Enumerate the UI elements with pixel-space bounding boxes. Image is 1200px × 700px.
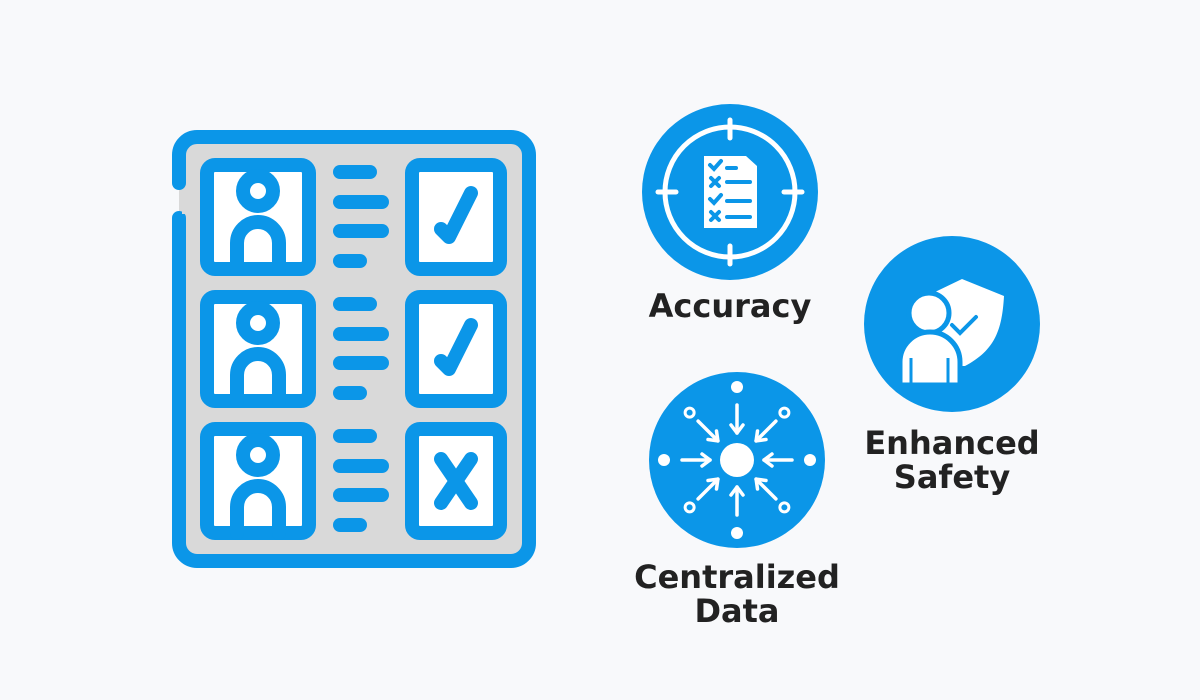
person-icon <box>230 301 286 408</box>
data-node <box>683 501 696 514</box>
label-line: Safety <box>893 458 1011 496</box>
accuracy-label: Accuracy <box>648 287 812 325</box>
document-row <box>200 422 507 540</box>
x-icon <box>434 452 478 510</box>
arrow-head <box>706 477 720 491</box>
arrow-head <box>700 452 712 468</box>
label-line: Centralized <box>634 558 840 596</box>
arrow-head <box>729 485 745 497</box>
document-row <box>200 290 507 408</box>
arrow <box>754 419 778 443</box>
enhanced-safety-label: Enhanced Safety <box>822 426 1082 494</box>
centralized-data-label: Centralized Data <box>607 560 867 628</box>
data-node <box>658 454 670 466</box>
document-row <box>200 158 507 276</box>
arrow <box>754 477 778 501</box>
check-icon <box>434 186 478 244</box>
data-node <box>683 406 696 419</box>
arrow-head <box>706 429 720 443</box>
data-node <box>731 381 743 393</box>
arrow-head <box>729 423 745 435</box>
arrow-head <box>754 429 768 443</box>
data-node <box>778 406 791 419</box>
arrow-head <box>762 452 774 468</box>
arrow <box>696 477 720 501</box>
arrow-head <box>754 477 768 491</box>
data-node <box>804 454 816 466</box>
label-line: Data <box>694 592 780 630</box>
centralized-data-icon <box>649 372 825 548</box>
person-icon <box>230 433 286 540</box>
data-node <box>778 501 791 514</box>
check-icon <box>434 318 478 376</box>
enhanced-safety-icon <box>864 236 1040 412</box>
accuracy-icon <box>642 104 818 280</box>
arrow <box>696 419 720 443</box>
data-node <box>731 527 743 539</box>
person-icon <box>230 169 286 276</box>
label-line: Enhanced <box>864 424 1040 462</box>
